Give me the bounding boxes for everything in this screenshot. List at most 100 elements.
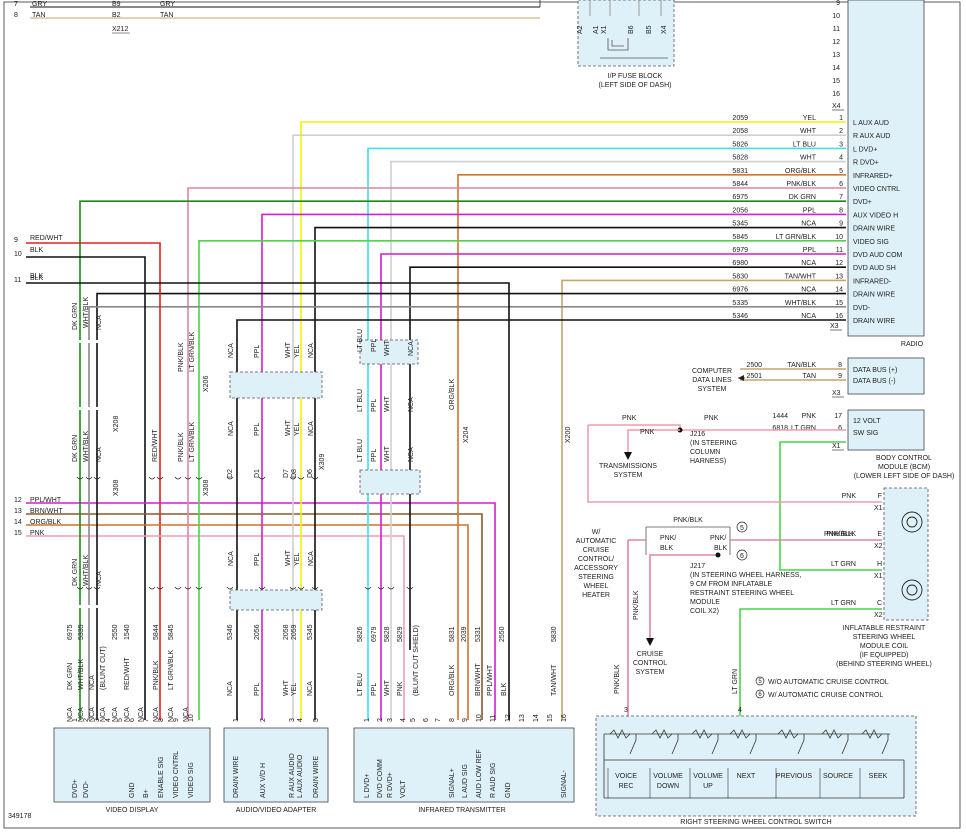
transmission-label: TRANSMISSIONS	[599, 463, 657, 470]
connector-pin: D8	[291, 469, 298, 478]
pin-number: 1	[233, 718, 240, 722]
wire-number: 14	[14, 519, 22, 526]
bcm-pin-name: SW SIG	[853, 430, 878, 437]
wire-color: PNK/BLK	[673, 517, 703, 524]
radio-pin-name: L DVD+	[853, 146, 877, 153]
pin-name: SIGNAL-	[561, 769, 568, 798]
connector-gap	[86, 407, 92, 410]
wire-color: ORG/BLK	[449, 665, 456, 696]
pin-number: 12	[505, 714, 512, 722]
pin-number: 2	[260, 718, 267, 722]
radio-pin: 11	[836, 247, 843, 254]
coil-pin: C	[877, 600, 882, 607]
j216-label: HARNESS)	[690, 458, 726, 465]
circuit-number: 2056	[254, 624, 261, 640]
radio-circuit: 5345	[732, 221, 748, 228]
radio-pin-name: DRAIN WIRE	[853, 292, 895, 299]
pin-name: DRAIN WIRE	[233, 756, 240, 798]
radio-pin-name: L AUX AUD	[853, 120, 889, 127]
bcm-label: (LOWER LEFT SIDE OF DASH)	[854, 473, 955, 480]
wire-color: PPL/WHT	[30, 497, 62, 504]
inline-wire-color: WHT	[285, 419, 292, 436]
coil-box	[883, 487, 929, 621]
connector-id: X1	[832, 443, 841, 450]
pin-name: DVD+	[72, 779, 79, 798]
wire-color: GRY	[32, 1, 47, 8]
pin-name: VOLT	[400, 780, 407, 798]
radio-pin: 16	[832, 91, 840, 98]
bcm-pin-name: DATA BUS (+)	[853, 367, 897, 374]
radio-wire-6	[79, 200, 846, 360]
radio-circuit: 5826	[732, 141, 748, 148]
connector-gap	[77, 407, 83, 410]
switch-button-0: VOICE	[615, 773, 637, 780]
wire-color: BLK	[30, 275, 44, 282]
wire-color: LT GRN/BLK	[168, 649, 175, 690]
wire-color: NCA	[307, 681, 314, 696]
circuit-number: 2059	[291, 624, 298, 640]
inline-wire-color: PPL	[254, 345, 261, 358]
resistor	[651, 729, 673, 739]
left-pnk-wire	[26, 535, 405, 720]
radio-pin: 13	[835, 273, 843, 280]
pin-color: NCA	[112, 707, 119, 722]
wire-color: PNK/BLK	[614, 664, 621, 694]
radio-pin-name: DVD AUD COM	[853, 252, 903, 259]
inline-wire-color: DK GRN	[72, 559, 79, 586]
radio-pin-name: AUX VIDEO H	[853, 212, 898, 219]
switch-contact	[711, 739, 719, 755]
radio-circuit: 6975	[732, 194, 748, 201]
cruise-option-label: CRUISE	[583, 547, 610, 554]
connector-pin: B2	[112, 12, 121, 19]
j217-splice-dot	[715, 552, 721, 558]
arrow-head	[738, 375, 744, 381]
connector-gap	[94, 407, 100, 410]
circuit-number: 2550	[112, 624, 119, 640]
note-circle	[755, 689, 765, 699]
pin-number: 5	[117, 718, 124, 722]
connector-mark	[195, 586, 203, 590]
radio-wire-color: WHT	[800, 128, 817, 135]
pin-number: 3	[387, 718, 394, 722]
switch-button-2: VOLUME	[693, 773, 723, 780]
radio-wire-color: YEL	[803, 115, 816, 122]
pin-number: 3	[289, 718, 296, 722]
pin-number: 2	[83, 718, 90, 722]
wire-color: PNK/	[660, 535, 676, 542]
radio-circuit: 5844	[732, 181, 748, 188]
j217-wire	[649, 554, 718, 640]
connector-mark	[156, 586, 164, 590]
connector-mark	[85, 476, 93, 480]
j217-label: J217	[690, 563, 705, 570]
diagram-id: 349178	[8, 813, 31, 820]
cruise-option-label: WHEEL	[584, 583, 609, 590]
wire-color: TAN	[32, 12, 45, 19]
radio-circuit: 5830	[732, 273, 748, 280]
coil-wire-color: PNK	[842, 493, 857, 500]
radio-circuit: 6976	[732, 287, 748, 294]
connector-mark	[148, 586, 156, 590]
inline-wire-color: NCA	[408, 341, 415, 356]
note-number: 5	[740, 525, 744, 532]
radio-wire-7	[261, 213, 846, 360]
bcm-label: MODULE (BCM)	[878, 464, 930, 471]
radio-wire-3	[390, 160, 846, 360]
wire-color: LT GRN	[732, 669, 739, 694]
circuit-number: 2550	[499, 626, 506, 642]
pin-number: 1	[72, 718, 79, 722]
coil-spring-inner	[906, 516, 918, 528]
radio-pin-name: R DVD+	[853, 160, 879, 167]
radio-wire-color: DK GRN	[789, 194, 816, 201]
coil-spring-c1	[901, 511, 923, 533]
note-circle-6	[736, 549, 748, 561]
radio-wire-9	[198, 240, 846, 360]
radio-circuit: 2058	[732, 128, 748, 135]
bcm-data-box	[847, 357, 925, 395]
radio-circuit: 2059	[732, 115, 748, 122]
coil-label: MODULE COIL	[860, 643, 908, 650]
ir-transmitter-label: INFRARED TRANSMITTER	[418, 807, 505, 814]
connector-id: X4	[832, 103, 841, 110]
inline-wire-color: WHT	[384, 445, 391, 462]
connector-mark	[148, 476, 156, 480]
